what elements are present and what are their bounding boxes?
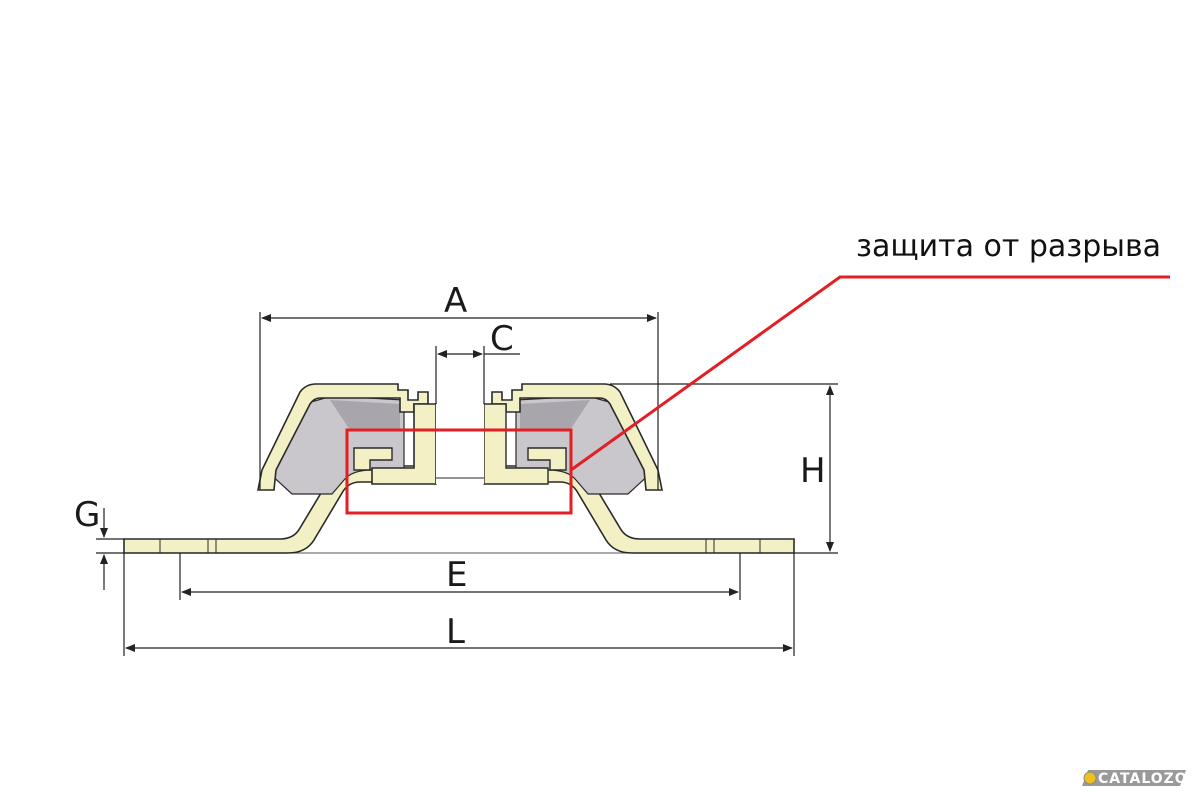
callout-highlight-box [345,428,573,515]
dimension-label-h: H [800,451,826,491]
callout-label: защита от разрыва [856,229,1161,264]
dimension-label-e: E [446,555,467,595]
top-cup-right [491,383,663,491]
rubber-right-shade [520,400,590,430]
callout-leader-line [570,275,1170,472]
dimension-label-l: L [446,612,465,652]
center-bushing [353,403,567,485]
dimension-label-a: A [444,281,467,321]
tear-protection-callout: защита от разрыва [345,229,1170,515]
watermark-logo: CATALOZO [1082,770,1188,787]
inner-hook-right [527,447,567,471]
inner-hook-left [353,447,393,471]
rubber-left-shade [330,400,400,430]
watermark-text: CATALOZO [1098,771,1188,787]
dimension-label-g: G [74,495,100,535]
central-bore [436,404,484,484]
top-cup [257,383,663,491]
dimension-label-c: C [490,319,514,359]
top-cup-left [257,383,429,491]
dimension-lines [96,312,838,656]
